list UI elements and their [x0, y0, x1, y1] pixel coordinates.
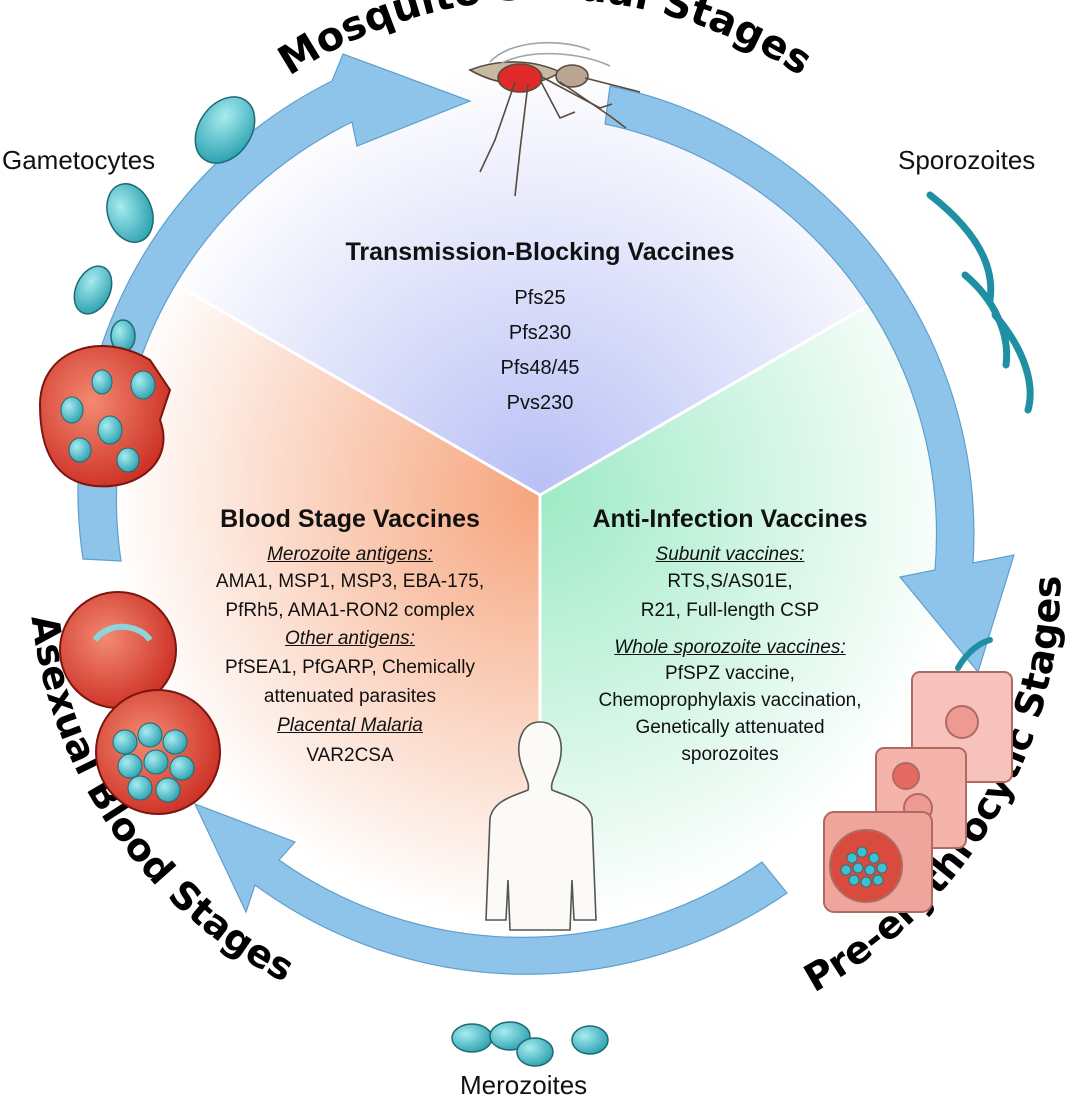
anti-infection-sector — [540, 279, 972, 927]
blood-title: Blood Stage Vaccines — [220, 505, 480, 533]
whole-sporozoite-line: PfSPZ vaccine, — [665, 663, 795, 684]
merozoites-label: Merozoites — [460, 1070, 588, 1100]
mosquito-illustration — [468, 41, 641, 197]
subunit-vaccines-heading: Subunit vaccines: — [655, 544, 805, 565]
sporozoites-illustration — [926, 191, 1034, 414]
placental-line: VAR2CSA — [306, 745, 394, 766]
human-silhouette — [485, 721, 597, 931]
arrow-liver-to-blood — [193, 802, 788, 975]
other-antigen-line: attenuated parasites — [263, 686, 437, 707]
placental-malaria-heading: Placental Malaria — [277, 715, 423, 736]
other-antigens-heading: Other antigens: — [285, 628, 415, 649]
subunit-line: R21, Full-length CSP — [640, 600, 820, 621]
anti-infection-title: Anti-Infection Vaccines — [592, 505, 868, 533]
whole-sporozoite-heading: Whole sporozoite vaccines: — [614, 637, 846, 658]
transmission-title: Transmission-Blocking Vaccines — [345, 238, 735, 266]
gametocytes-illustration — [73, 96, 256, 353]
whole-sporozoite-line: Chemoprophylaxis vaccination, — [598, 690, 862, 711]
whole-sporozoite-line: sporozoites — [681, 744, 779, 765]
transmission-item: Pvs230 — [506, 392, 574, 414]
infected-red-cells — [59, 591, 221, 815]
subunit-line: RTS,S/AS01E, — [667, 571, 793, 592]
whole-sporozoite-line: Genetically attenuated — [635, 717, 825, 738]
transmission-item: Pfs25 — [514, 287, 566, 309]
merozoite-antigen-line: AMA1, MSP1, MSP3, EBA-175, — [215, 571, 485, 592]
liver-cells — [823, 637, 1013, 913]
transmission-item: Pfs48/45 — [500, 357, 580, 379]
gametocytes-label: Gametocytes — [2, 145, 156, 175]
merozoites-illustration — [451, 1021, 609, 1067]
other-antigen-line: PfSEA1, PfGARP, Chemically — [225, 657, 475, 678]
bursting-red-cell — [38, 345, 172, 488]
anti-infection-block: Anti-Infection Vaccines Subunit vaccines… — [545, 505, 915, 768]
merozoite-antigens-heading: Merozoite antigens: — [267, 544, 433, 565]
transmission-item: Pfs230 — [508, 322, 572, 344]
merozoite-antigen-line: PfRh5, AMA1-RON2 complex — [225, 600, 475, 621]
transmission-blocking-block: Transmission-Blocking Vaccines Pfs25 Pfs… — [290, 238, 790, 421]
blood-stage-block: Blood Stage Vaccines Merozoite antigens:… — [160, 505, 540, 771]
sporozoites-label: Sporozoites — [898, 145, 1036, 175]
